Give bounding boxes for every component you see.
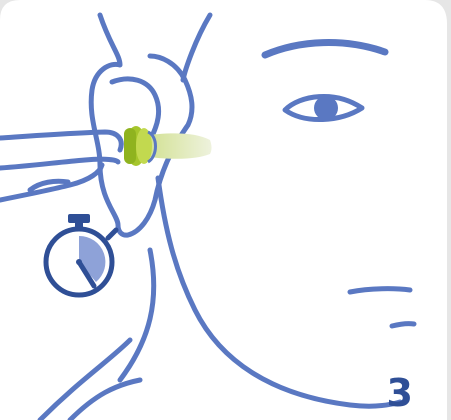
iris [314,96,338,120]
chin-mark [392,324,414,326]
earplug-stem [124,126,156,166]
step-number: 3 [387,374,413,412]
